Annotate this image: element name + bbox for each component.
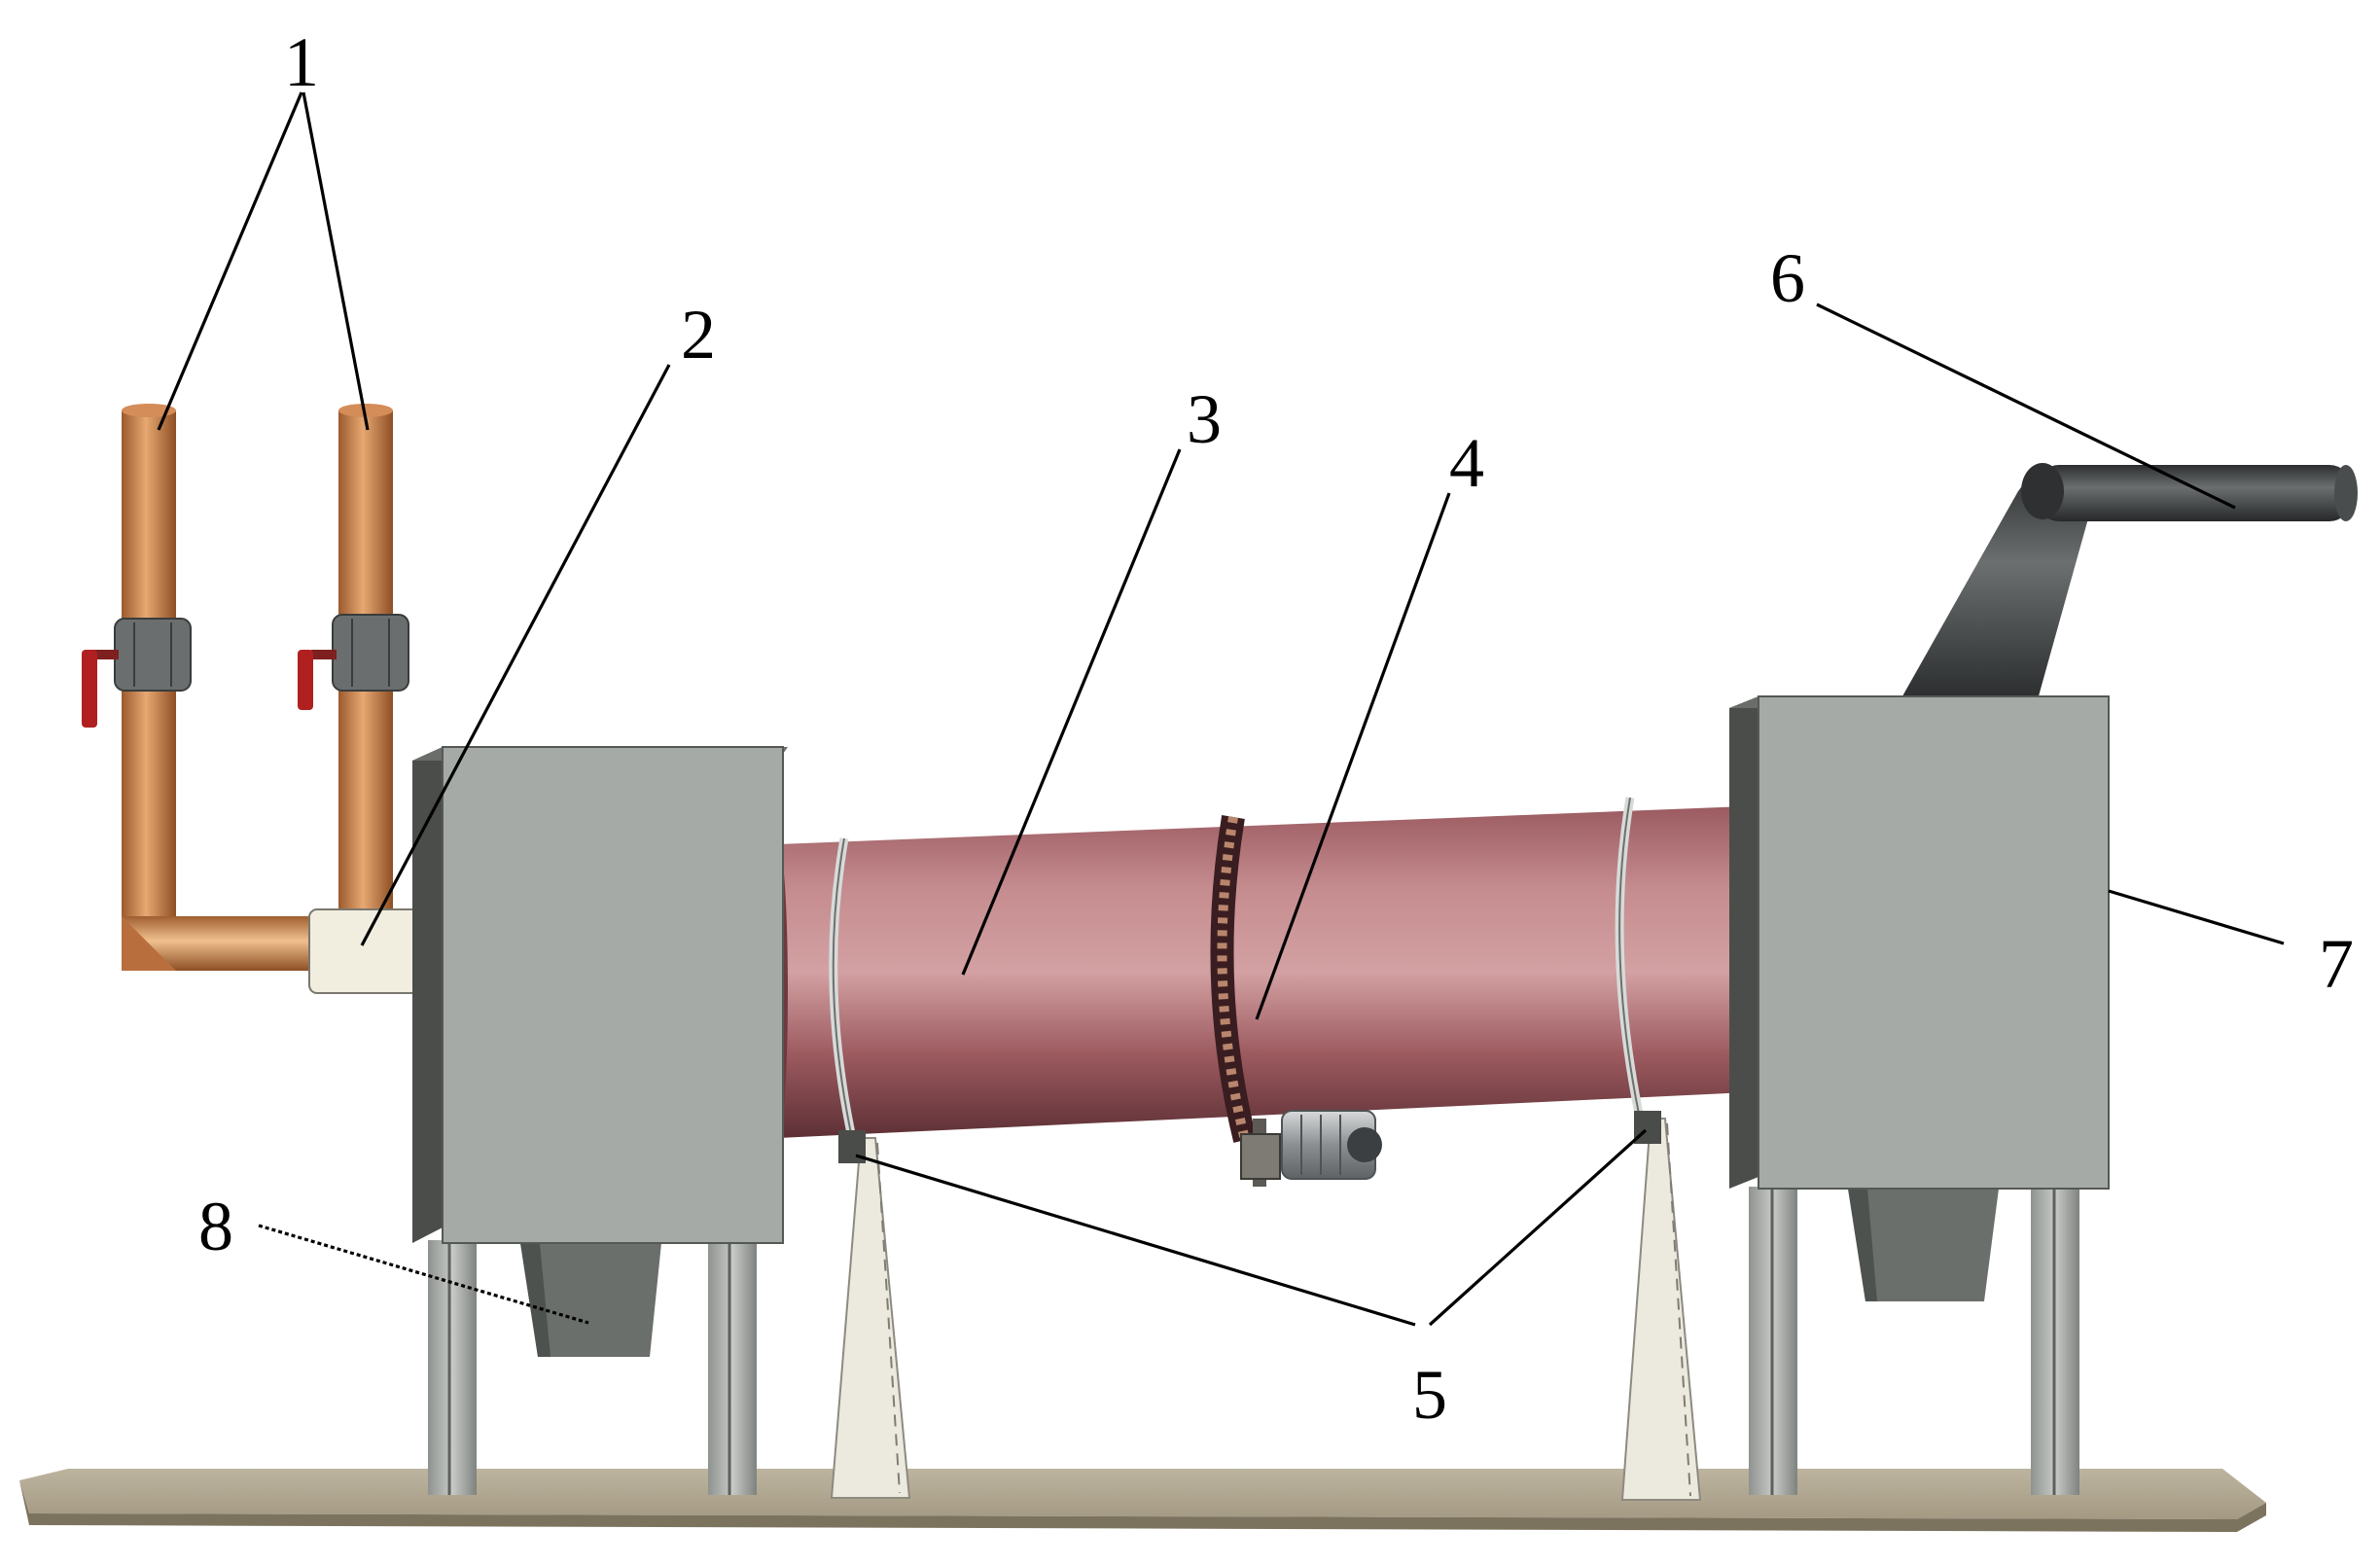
drive-motor — [1240, 1110, 1382, 1187]
left-discharge-hopper — [520, 1243, 661, 1357]
callout-3: 3 — [1187, 380, 1222, 458]
leader-line-5b — [1428, 1128, 1648, 1327]
leader-lines — [157, 91, 2285, 1327]
callout-8: 8 — [198, 1188, 233, 1265]
callout-6: 6 — [1770, 239, 1805, 317]
right-discharge-hopper — [1848, 1189, 1999, 1301]
riding-rings — [829, 797, 1661, 1163]
discharge-end-cabinet — [1729, 695, 2110, 1190]
leader-line-1a — [157, 91, 303, 431]
callout-5: 5 — [1412, 1356, 1447, 1434]
leader-line-7 — [2108, 889, 2285, 945]
callout-labels: 1 2 3 4 5 6 7 8 — [198, 23, 2354, 1434]
leader-line-1b — [302, 91, 370, 431]
leader-line-2 — [360, 364, 671, 946]
callout-7: 7 — [2319, 925, 2354, 1003]
callout-2: 2 — [681, 296, 716, 373]
base-plate — [19, 1469, 2266, 1532]
feed-end-cabinet — [412, 746, 788, 1244]
right-cabinet-legs — [1749, 1187, 2079, 1495]
girth-gear — [1210, 815, 1257, 1143]
leader-line-6 — [1816, 302, 2236, 510]
leader-line-4 — [1255, 492, 1451, 1020]
exhaust-duct — [1895, 463, 2358, 710]
leader-line-3 — [961, 448, 1182, 976]
left-cabinet-legs — [428, 1240, 757, 1495]
callout-4: 4 — [1449, 424, 1484, 502]
right-support-stand — [1620, 1118, 1702, 1501]
pipe-valves — [82, 614, 409, 728]
left-support-stand — [830, 1137, 911, 1499]
leader-line-5a — [855, 1154, 1416, 1327]
callout-1: 1 — [284, 23, 319, 101]
leader-line-8 — [258, 1224, 589, 1325]
